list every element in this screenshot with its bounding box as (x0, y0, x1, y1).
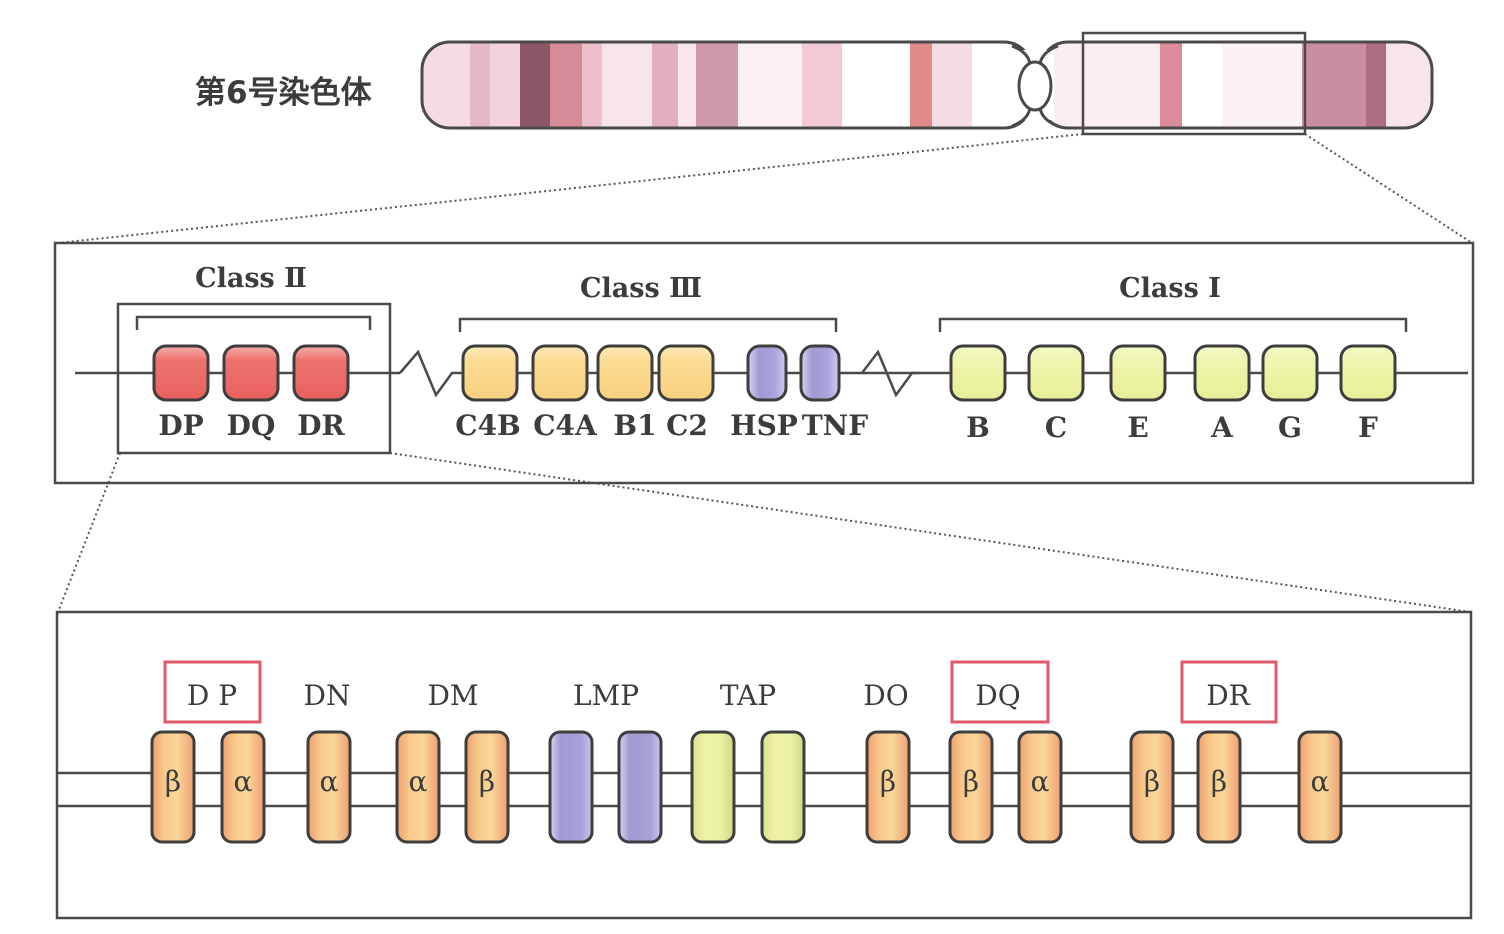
gene-label: C4A (533, 409, 598, 442)
gene-block (292, 344, 350, 402)
gene-block (1193, 344, 1251, 402)
class2-selection-box (116, 302, 392, 455)
centromere (1017, 60, 1053, 112)
mhc-region-box (1081, 31, 1307, 136)
gene-block (799, 344, 841, 402)
gene-segment (395, 730, 441, 844)
gene-segment (306, 730, 352, 844)
gene-segment (464, 730, 510, 844)
gene-block (949, 344, 1007, 402)
gene-block (596, 344, 654, 402)
highlight-box (1180, 660, 1278, 724)
gene-group: DR β β α (1129, 660, 1343, 844)
chain-label: β (479, 765, 495, 798)
gene-segment (690, 730, 736, 844)
chain-label: β (1211, 765, 1227, 798)
gene-block (222, 344, 280, 402)
gene-segment (220, 730, 266, 844)
class-title: Class Ⅲ (580, 273, 702, 304)
class-bracket (458, 317, 838, 332)
mhc-overview-panel (53, 241, 1475, 485)
gene-group: DQ β α (948, 660, 1063, 844)
gene-segment (1017, 730, 1063, 844)
class2-detail: D P β α DN α DM α β LMP TAP DO β DQ β α DR β β α (57, 660, 1470, 844)
gene-group-label: LMP (573, 679, 639, 712)
gene-group-label: DR (1206, 679, 1250, 712)
chain-label: α (234, 765, 253, 798)
gene-label: C (1045, 411, 1067, 444)
chain-label: β (1144, 765, 1160, 798)
gene-group: DN α (304, 679, 352, 844)
gene-block (1027, 344, 1085, 402)
chain-label: β (165, 765, 181, 798)
gene-segment (1196, 730, 1242, 844)
gene-label: B1 (613, 409, 656, 442)
gene-segment (548, 730, 594, 844)
gene-label: A (1210, 411, 1234, 444)
gene-group: DM α β (395, 679, 510, 844)
gene-block (531, 344, 589, 402)
chromosome-arm-p (422, 42, 1032, 128)
gene-group-label: TAP (720, 679, 776, 712)
chromosome (420, 31, 1434, 136)
gene-label: B (966, 411, 990, 444)
gene-block (1339, 344, 1397, 402)
gene-label: DP (158, 409, 203, 442)
gene-label: G (1278, 411, 1302, 444)
gene-label: DR (297, 409, 345, 442)
chromosome-arm-q (1040, 42, 1432, 128)
gene-segment (1297, 730, 1343, 844)
gene-group-label: DN (304, 679, 351, 712)
class-title: Class Ⅰ (1119, 273, 1221, 304)
highlight-box (163, 660, 262, 724)
gene-label: F (1358, 411, 1378, 444)
gene-block (657, 344, 715, 402)
gene-segment (617, 730, 663, 844)
chain-label: α (320, 765, 339, 798)
gene-segment (1129, 730, 1175, 844)
gene-block (461, 344, 519, 402)
class-bracket (135, 315, 372, 330)
gene-segment (865, 730, 911, 844)
chain-label: α (409, 765, 428, 798)
gene-block (152, 344, 210, 402)
gene-label: TNF (802, 409, 868, 442)
class2-detail-panel (55, 610, 1473, 920)
gene-label: E (1127, 411, 1148, 444)
chain-label: β (963, 765, 979, 798)
gene-label: DQ (227, 409, 276, 442)
gene-segment (760, 730, 806, 844)
class-bracket (938, 317, 1408, 332)
gene-block (1261, 344, 1319, 402)
gene-group-label: D P (187, 679, 237, 712)
chromosome-label: 第6号染色体 (195, 75, 372, 111)
chain-label: α (1031, 765, 1050, 798)
gene-group: TAP (690, 679, 806, 844)
chain-label: α (1311, 765, 1330, 798)
gene-group-label: DQ (975, 679, 1020, 712)
gene-group: LMP (548, 679, 663, 844)
zoom-guide-lines (57, 133, 1473, 613)
highlight-box (950, 660, 1050, 724)
chain-label: β (880, 765, 896, 798)
gene-group: D P β α (150, 660, 266, 844)
gene-block (746, 344, 788, 402)
gene-group: DO β (863, 679, 911, 844)
gene-segment (150, 730, 196, 844)
gene-group-label: DM (427, 679, 478, 712)
class-title: Class Ⅱ (195, 263, 307, 294)
gene-segment (948, 730, 994, 844)
dna-break-icon (861, 349, 1468, 398)
gene-block (1109, 344, 1167, 402)
gene-label: C4B (455, 409, 520, 442)
gene-label: C2 (666, 409, 708, 442)
gene-group-label: DO (863, 679, 908, 712)
gene-label: HSP (730, 409, 798, 442)
